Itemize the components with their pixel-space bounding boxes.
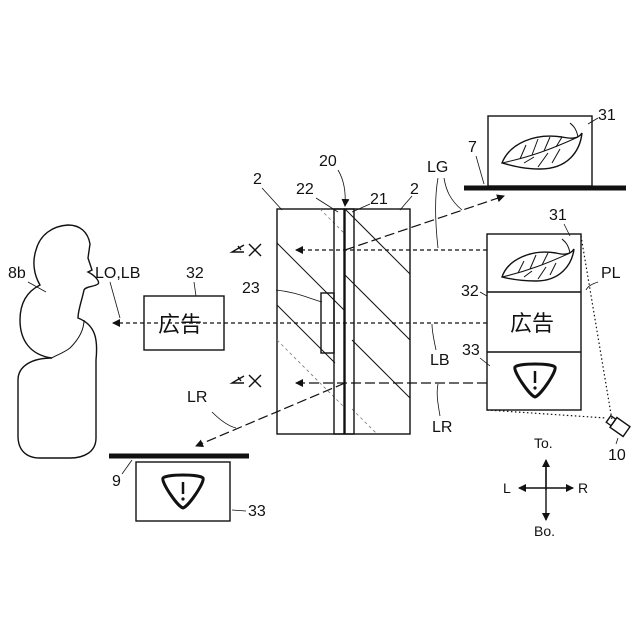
compass-bottom: Bo. (534, 523, 555, 539)
leader-lg-2 (436, 178, 438, 248)
warning-triangle-icon (163, 475, 203, 508)
label-leaf-top: 31 (598, 107, 616, 124)
leaf-icon (502, 239, 574, 281)
leader-box-near (194, 282, 196, 296)
leader-table-top (476, 156, 484, 184)
label-warn-right: 33 (462, 342, 480, 359)
camera-icon (605, 414, 630, 436)
label-head: 8b (8, 265, 26, 282)
label-table-top: 7 (468, 139, 477, 156)
label-lo-lb: LO,LB (95, 265, 140, 282)
ad-text-near: 広告 (158, 313, 202, 338)
ad-text-right: 広告 (510, 312, 554, 337)
label-layer-21: 21 (370, 191, 388, 208)
leader-layer-23 (276, 290, 322, 302)
label-lr-right: LR (432, 419, 452, 436)
leader-pl (586, 282, 598, 290)
label-warn-bottom: 33 (248, 503, 266, 520)
leaf-icon (502, 123, 582, 169)
panel-main (277, 209, 410, 434)
leader-layer-21 (352, 204, 370, 212)
leader-lg (444, 178, 462, 210)
leader-leaf-top (588, 118, 598, 124)
label-panel-right: 2 (410, 181, 419, 198)
label-panel-main: 2 (253, 171, 262, 188)
leader-ad-right (480, 292, 487, 296)
projection-line-bottom (487, 410, 606, 418)
leader-panel-right (400, 196, 412, 210)
label-lb: LB (430, 352, 450, 369)
leader-lr-right (437, 384, 440, 416)
label-table-bottom: 9 (112, 473, 121, 490)
leader-lo-lb (110, 282, 120, 318)
leader-lr-left (212, 412, 236, 428)
ray-lr-down (196, 383, 345, 446)
leader-layer-20 (338, 170, 345, 206)
viewer-person (18, 225, 99, 458)
warning-triangle-icon (515, 364, 555, 397)
label-lr-left: LR (187, 389, 207, 406)
leader-warn-right (480, 358, 490, 366)
direction-compass (519, 460, 573, 520)
eye-blocked-icon (232, 375, 261, 387)
compass-right: R (578, 480, 588, 496)
leader-panel-main (262, 188, 282, 210)
compass-left: L (503, 480, 511, 496)
eye-blocked-icon (232, 244, 261, 256)
leader-warn-bottom (232, 510, 246, 511)
leader-layer-22 (316, 198, 338, 212)
label-leaf-right: 31 (549, 207, 567, 224)
compass-top: To. (534, 435, 553, 451)
label-ad-right: 32 (461, 283, 479, 300)
leader-camera (616, 438, 618, 444)
label-box-near: 32 (186, 265, 204, 282)
label-pl: PL (601, 265, 621, 282)
label-lg: LG (427, 159, 448, 176)
leader-lb (432, 324, 436, 350)
label-layer-22: 22 (296, 181, 314, 198)
label-layer-23: 23 (242, 280, 260, 297)
leader-table-bottom (122, 460, 132, 474)
label-camera: 10 (608, 447, 626, 464)
label-layer-20: 20 (319, 153, 337, 170)
projection-line-top (581, 236, 612, 420)
